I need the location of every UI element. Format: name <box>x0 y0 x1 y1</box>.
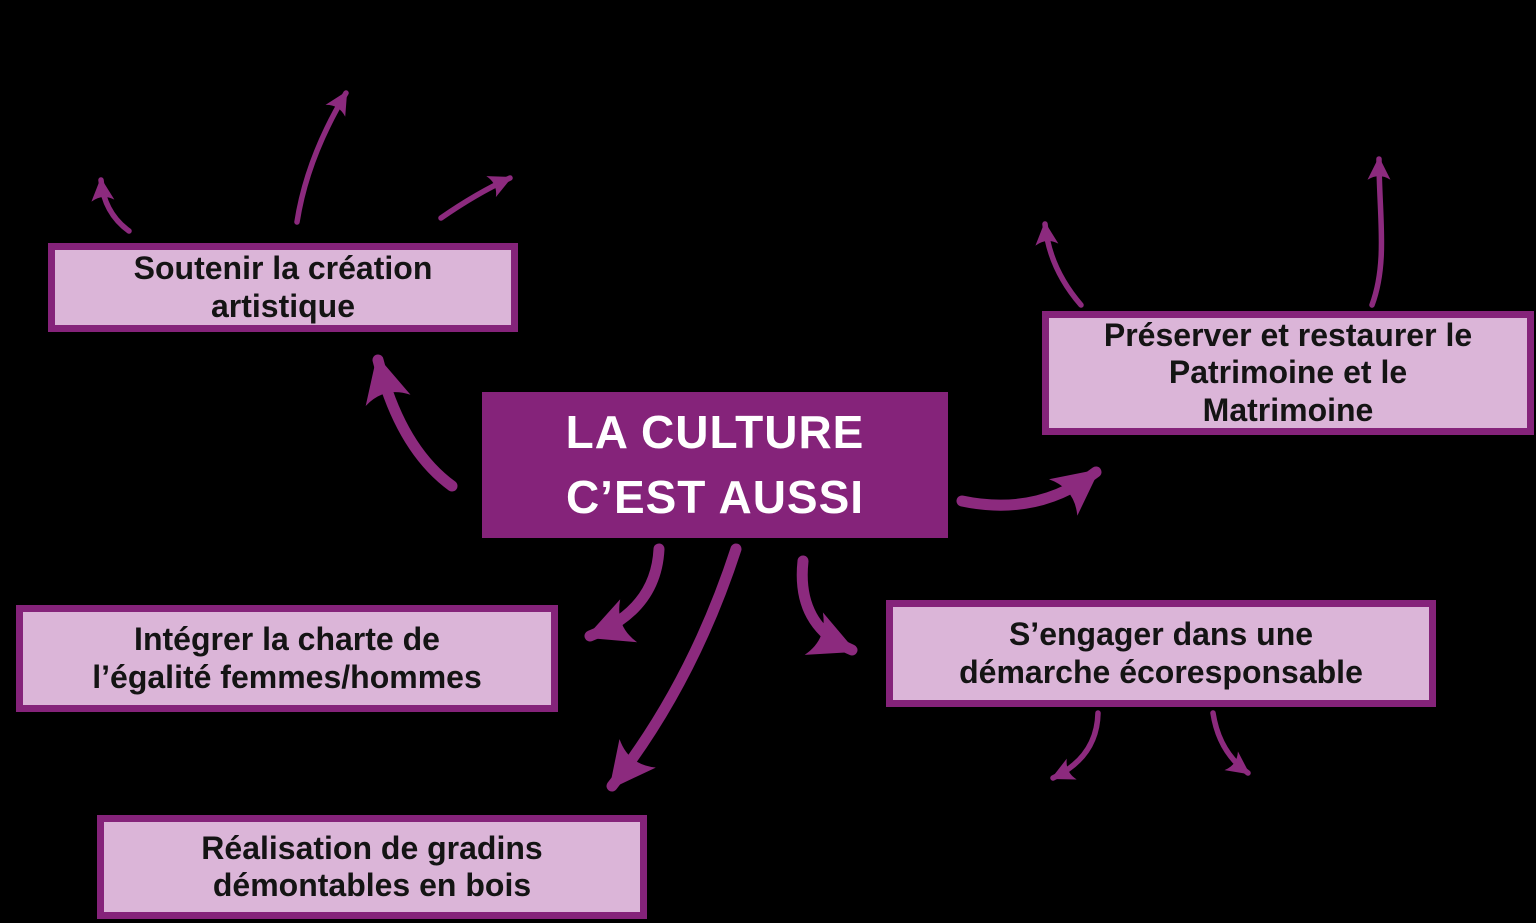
node-soutenir-creation: Soutenir la création artistique <box>48 243 518 332</box>
node-integrer-charte: Intégrer la charte de l’égalité femmes/h… <box>16 605 558 712</box>
arrow-central-to-realisation <box>606 543 742 792</box>
arrow-central-to-integrer <box>584 543 665 643</box>
accent-arrow-sengager-1 <box>1050 710 1101 781</box>
accent-arrow-soutenir-1 <box>91 177 132 234</box>
node-central: LA CULTURE C’EST AUSSI <box>482 392 948 538</box>
arrow-central-to-preserver <box>956 466 1102 516</box>
accent-arrow-sengager-2 <box>1210 710 1251 776</box>
accent-arrow-preserver-2 <box>1367 156 1391 308</box>
accent-arrow-preserver-1 <box>1035 221 1084 308</box>
node-sengager-ecoresponsable-label: S’engager dans une démarche écoresponsab… <box>959 616 1363 690</box>
node-preserver-patrimoine-label: Préserver et restaurer le Patrimoine et … <box>1103 317 1473 428</box>
node-central-label: LA CULTURE C’EST AUSSI <box>565 405 865 523</box>
arrow-central-to-soutenir <box>365 354 458 492</box>
node-realisation-gradins-label: Réalisation de gradins démontables en bo… <box>201 829 543 903</box>
node-realisation-gradins: Réalisation de gradins démontables en bo… <box>97 815 647 919</box>
accent-arrow-soutenir-3 <box>438 175 513 221</box>
node-integrer-charte-label: Intégrer la charte de l’égalité femmes/h… <box>92 621 482 695</box>
node-preserver-patrimoine: Préserver et restaurer le Patrimoine et … <box>1042 311 1534 435</box>
node-soutenir-creation-label: Soutenir la création artistique <box>133 250 433 324</box>
arrow-central-to-sengager <box>796 555 858 656</box>
node-sengager-ecoresponsable: S’engager dans une démarche écoresponsab… <box>886 600 1436 707</box>
accent-arrow-soutenir-2 <box>294 90 349 225</box>
